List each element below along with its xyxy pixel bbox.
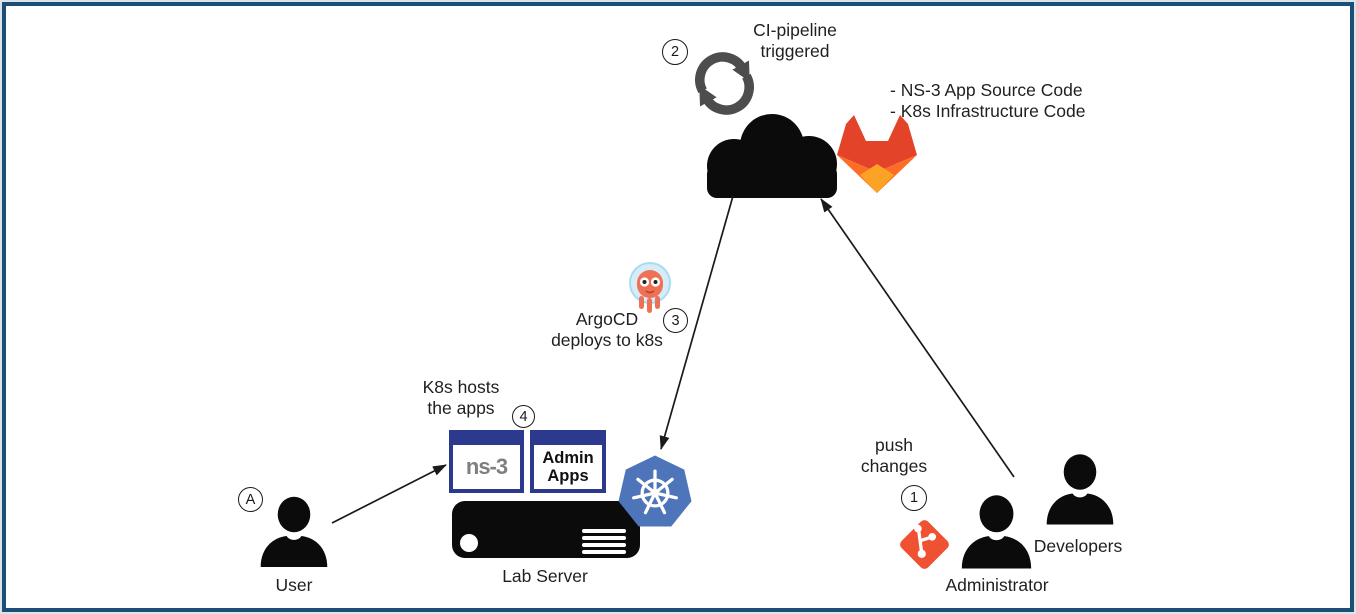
cloud-icon [702, 112, 842, 198]
push-changes-line1: push [875, 435, 913, 455]
developers-label: Developers [1033, 536, 1123, 556]
repo-code-list: - NS-3 App Source Code - K8s Infrastruct… [890, 80, 1130, 122]
kubernetes-icon [616, 454, 694, 532]
step-badge-2: 2 [662, 39, 688, 65]
argocd-label: ArgoCD deploys to k8s [540, 309, 674, 351]
administrator-label: Administrator [945, 575, 1049, 595]
ci-pipeline-line2: triggered [760, 41, 830, 61]
k8s-hosts-line1: K8s hosts [422, 377, 500, 397]
step-badge-1: 1 [901, 485, 927, 511]
ci-pipeline-line1: CI-pipeline [753, 20, 837, 40]
server-icon [452, 501, 640, 558]
push-changes-label: push changes [844, 435, 944, 477]
developers-icon [1043, 447, 1117, 531]
repo-code-line2: - K8s Infrastructure Code [890, 101, 1086, 121]
argocd-line2: deploys to k8s [551, 330, 663, 350]
admin-apps-line1: Admin [542, 448, 594, 467]
admin-apps-window: Admin Apps [534, 445, 602, 489]
argocd-icon [627, 262, 673, 320]
gitlab-icon [833, 111, 921, 193]
ns3-app-box: ns-3 [449, 430, 524, 493]
k8s-hosts-label: K8s hosts the apps [399, 377, 523, 419]
ci-pipeline-label: CI-pipeline triggered [725, 20, 865, 62]
argocd-line1: ArgoCD [575, 309, 639, 329]
git-icon [897, 517, 952, 572]
admin-apps-box: Admin Apps [530, 430, 606, 493]
arrow-user-to-ns3 [331, 464, 447, 524]
user-icon [257, 493, 331, 570]
ns3-logo: ns-3 [465, 454, 508, 479]
user-label: User [275, 575, 313, 595]
admin-apps-line2: Apps [547, 467, 589, 485]
push-changes-line2: changes [860, 456, 928, 476]
repo-code-line1: - NS-3 App Source Code [890, 80, 1083, 100]
step-badge-a: A [238, 487, 263, 512]
sync-icon [688, 47, 761, 120]
lab-server-label: Lab Server [502, 566, 588, 586]
ns3-app-window: ns-3 [453, 445, 520, 489]
administrator-icon [958, 492, 1035, 571]
step-badge-4: 4 [512, 405, 535, 428]
step-badge-3: 3 [663, 308, 688, 333]
k8s-hosts-line2: the apps [427, 398, 495, 418]
